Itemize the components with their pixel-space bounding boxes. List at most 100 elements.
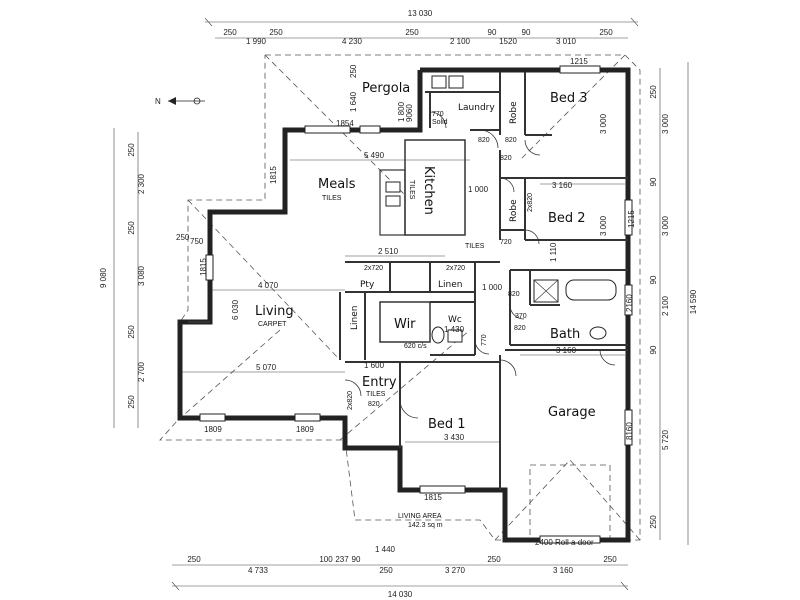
svg-text:1 000: 1 000 xyxy=(468,185,489,194)
svg-text:1 800: 1 800 xyxy=(397,101,406,122)
overall-height-right: 14 590 xyxy=(689,289,698,314)
summary-labels: LIVING AREA 142.3 sq m 2400 Roll a door xyxy=(398,513,594,547)
dim-top-0: 250 xyxy=(223,28,237,37)
svg-text:2x720: 2x720 xyxy=(364,265,383,272)
svg-text:820: 820 xyxy=(514,325,526,332)
dim-right-2: 90 xyxy=(649,177,658,186)
dim-bottom-8: 3 160 xyxy=(553,566,574,575)
room-meals: Meals xyxy=(318,177,356,192)
svg-text:3 000: 3 000 xyxy=(599,215,608,236)
room-bed1: Bed 1 xyxy=(428,417,466,432)
dim-right-3: 3 000 xyxy=(661,215,670,236)
dim-bottom-4: 90 xyxy=(352,555,361,564)
living-area-value: 142.3 sq m xyxy=(408,522,443,529)
dim-left-4: 250 xyxy=(127,325,136,339)
svg-text:N: N xyxy=(155,97,161,106)
svg-text:2x720: 2x720 xyxy=(446,265,465,272)
bottom-dimensions: 1 440 250 4 733 100 237 90 250 3 270 250… xyxy=(171,545,629,599)
dim-right-8: 250 xyxy=(649,515,658,529)
room-robe-top: Robe xyxy=(509,101,519,124)
washer-icon xyxy=(448,75,464,89)
svg-text:370: 370 xyxy=(515,313,527,320)
room-wir: Wir xyxy=(394,317,416,332)
room-living: Living xyxy=(255,304,294,319)
living-floor: CARPET xyxy=(258,321,287,328)
svg-text:1 110: 1 110 xyxy=(549,242,558,262)
dim-left-5: 2 700 xyxy=(137,361,146,382)
room-pantry: Pty xyxy=(360,280,375,290)
svg-text:620 c/s: 620 c/s xyxy=(404,343,427,350)
meals-floor: TILES xyxy=(322,195,342,202)
dim-top-9: 3 010 xyxy=(556,37,577,46)
dim-top-6: 90 xyxy=(488,28,497,37)
dim-left-6: 250 xyxy=(127,395,136,409)
room-entry: Entry xyxy=(362,375,397,390)
dim-top-1: 1 990 xyxy=(246,37,267,46)
svg-text:820: 820 xyxy=(505,137,517,144)
svg-text:3 000: 3 000 xyxy=(599,113,608,134)
dim-right-6: 90 xyxy=(649,345,658,354)
svg-text:5 070: 5 070 xyxy=(256,363,277,372)
dim-bottom-7: 250 xyxy=(487,555,501,564)
windows xyxy=(199,65,633,544)
inner-dimensions: 1215 1854 5 490 1815 1 640 1 800 250 906… xyxy=(176,57,636,502)
dim-top-2: 250 xyxy=(269,28,283,37)
svg-text:9060: 9060 xyxy=(405,104,414,122)
room-wc: Wc xyxy=(448,315,462,325)
svg-text:8160: 8160 xyxy=(625,422,634,440)
basin-icon xyxy=(589,326,607,340)
cooktop-icon xyxy=(385,181,401,193)
svg-text:1815: 1815 xyxy=(269,166,278,184)
overall-width-top: 13 030 xyxy=(408,9,433,18)
svg-text:1 600: 1 600 xyxy=(364,361,385,370)
svg-text:720: 720 xyxy=(500,239,512,246)
entry-floor: TILES xyxy=(366,391,386,398)
doors xyxy=(344,111,616,419)
dim-left-3: 3 080 xyxy=(137,265,146,286)
svg-text:1 640: 1 640 xyxy=(349,91,358,112)
dim-bottom-1: 4 733 xyxy=(248,566,269,575)
dim-bottom-mid: 1 440 xyxy=(375,545,396,554)
svg-text:820: 820 xyxy=(508,291,520,298)
svg-text:770: 770 xyxy=(481,334,488,346)
dim-top-10: 250 xyxy=(599,28,613,37)
left-dimensions: 9 080 250 2 300 250 3 080 250 2 700 250 xyxy=(99,128,146,428)
dim-top-5: 2 100 xyxy=(450,37,471,46)
svg-text:1854: 1854 xyxy=(336,119,354,128)
svg-text:250: 250 xyxy=(176,233,190,242)
dim-right-5: 2 100 xyxy=(661,295,670,316)
kitchen-floor: TILES xyxy=(408,180,415,200)
dim-bottom-0: 250 xyxy=(187,555,201,564)
dim-top-8: 90 xyxy=(522,28,531,37)
overall-width-bottom: 14 030 xyxy=(388,590,413,599)
svg-text:1809: 1809 xyxy=(204,425,222,434)
toilet-icon xyxy=(431,326,445,344)
room-garage: Garage xyxy=(548,405,596,420)
room-linen-top: Linen xyxy=(438,280,462,290)
room-pergola: Pergola xyxy=(362,81,410,96)
room-laundry: Laundry xyxy=(458,103,495,113)
svg-text:2x820: 2x820 xyxy=(347,391,354,410)
bathtub-icon xyxy=(565,279,617,301)
svg-text:250: 250 xyxy=(349,64,358,78)
svg-text:3 430: 3 430 xyxy=(444,433,465,442)
svg-text:Solid: Solid xyxy=(432,119,448,126)
dim-right-7: 5 720 xyxy=(661,429,670,450)
dim-bottom-3: 237 xyxy=(335,555,349,564)
dim-left-0: 250 xyxy=(127,143,136,157)
svg-text:2x820: 2x820 xyxy=(527,193,534,212)
svg-text:820: 820 xyxy=(368,401,380,408)
overall-height-left: 9 080 xyxy=(99,267,108,288)
dim-right-1: 3 000 xyxy=(661,113,670,134)
exterior-walls xyxy=(177,67,631,543)
dim-top-4: 250 xyxy=(405,28,419,37)
north-arrow-icon: N xyxy=(155,97,205,106)
svg-text:2160: 2160 xyxy=(625,294,634,312)
living-area-label: LIVING AREA xyxy=(398,513,442,520)
svg-text:820: 820 xyxy=(478,137,490,144)
garage-door-label: 2400 Roll a door xyxy=(535,538,594,547)
room-bed3: Bed 3 xyxy=(550,91,588,106)
svg-text:3 160: 3 160 xyxy=(552,181,573,190)
svg-text:1215: 1215 xyxy=(627,210,636,228)
